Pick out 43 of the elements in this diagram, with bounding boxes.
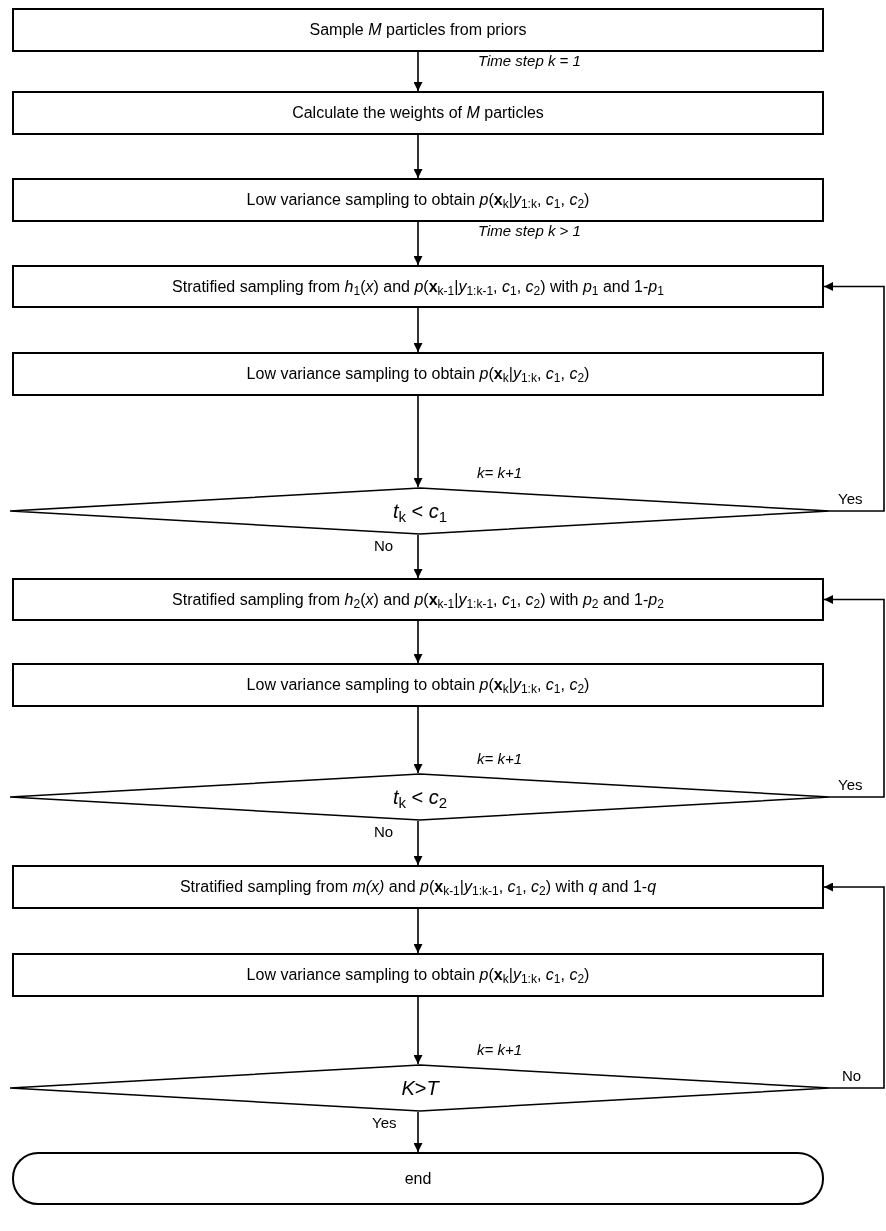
arrow xyxy=(413,134,423,179)
process-box xyxy=(12,865,824,909)
step-text: end xyxy=(404,1168,432,1189)
step-text: Low variance sampling to obtain p(x$_{k}$|y$_{1:k}$, c$_{1}$, c$_{2}$) xyxy=(246,675,590,695)
arrow xyxy=(823,595,885,798)
step-text: Stratified sampling from h$_{1}$(x) and p(x$_{k-1}$|y$_{1:k-1}$, c$_{1}$, c$_{2}$) with p$_{1}$ and 1-p$_{1}$ xyxy=(172,276,664,297)
step-text: Stratified sampling from h$_{2}$(x) and p(x$_{k-1}$|y$_{1:k-1}$, c$_{1}$, c$_{2}$) with p$_{2}$ and 1-p$_{2}$ xyxy=(172,589,664,610)
condition-text: t$_{k}$ < c$_{1}$ xyxy=(392,501,448,521)
process-box xyxy=(12,953,824,997)
process-box xyxy=(12,663,824,707)
step-text: Stratified sampling from m(x) and p(x$_{k-1}$|y$_{1:k-1}$, c$_{1}$, c$_{2}$) with q and 1-q xyxy=(179,877,657,897)
decision-diamond xyxy=(10,773,830,821)
process-box xyxy=(12,578,824,621)
process-box xyxy=(12,352,824,396)
arrow xyxy=(413,620,423,664)
process-box xyxy=(12,91,824,135)
step-text: Low variance sampling to obtain p(x$_{k}$|y$_{1:k}$, c$_{1}$, c$_{2}$) xyxy=(246,364,590,384)
arrow xyxy=(413,51,423,92)
decision-diamond xyxy=(10,487,830,535)
arrow xyxy=(823,282,885,512)
condition-text: t$_{k}$ < c$_{2}$ xyxy=(392,787,448,807)
arrow xyxy=(413,820,423,866)
decision-diamond xyxy=(10,1064,830,1112)
arrow xyxy=(413,1111,423,1153)
step-text: Calculate the weights of M particles xyxy=(292,103,544,123)
arrow xyxy=(413,307,423,353)
process-box xyxy=(12,8,824,52)
arrow xyxy=(413,908,423,954)
step-text: Low variance sampling to obtain p(x$_{k}$|y$_{1:k}$, c$_{1}$, c$_{2}$) xyxy=(246,190,590,210)
arrow xyxy=(413,706,423,774)
arrow xyxy=(413,996,423,1065)
process-box xyxy=(12,265,824,308)
arrow xyxy=(413,395,423,488)
step-text: Sample M particles from priors xyxy=(309,20,527,40)
process-box xyxy=(12,178,824,222)
arrow xyxy=(413,221,423,266)
edge-label: Time step k = 1 xyxy=(476,52,583,71)
terminal-box xyxy=(12,1152,824,1205)
step-text: Low variance sampling to obtain p(x$_{k}$|y$_{1:k}$, c$_{1}$, c$_{2}$) xyxy=(246,965,590,985)
condition-text: K>T xyxy=(401,1078,439,1098)
arrow xyxy=(413,534,423,579)
arrow xyxy=(823,882,885,1089)
edge-label: Time step k > 1 xyxy=(476,222,583,241)
